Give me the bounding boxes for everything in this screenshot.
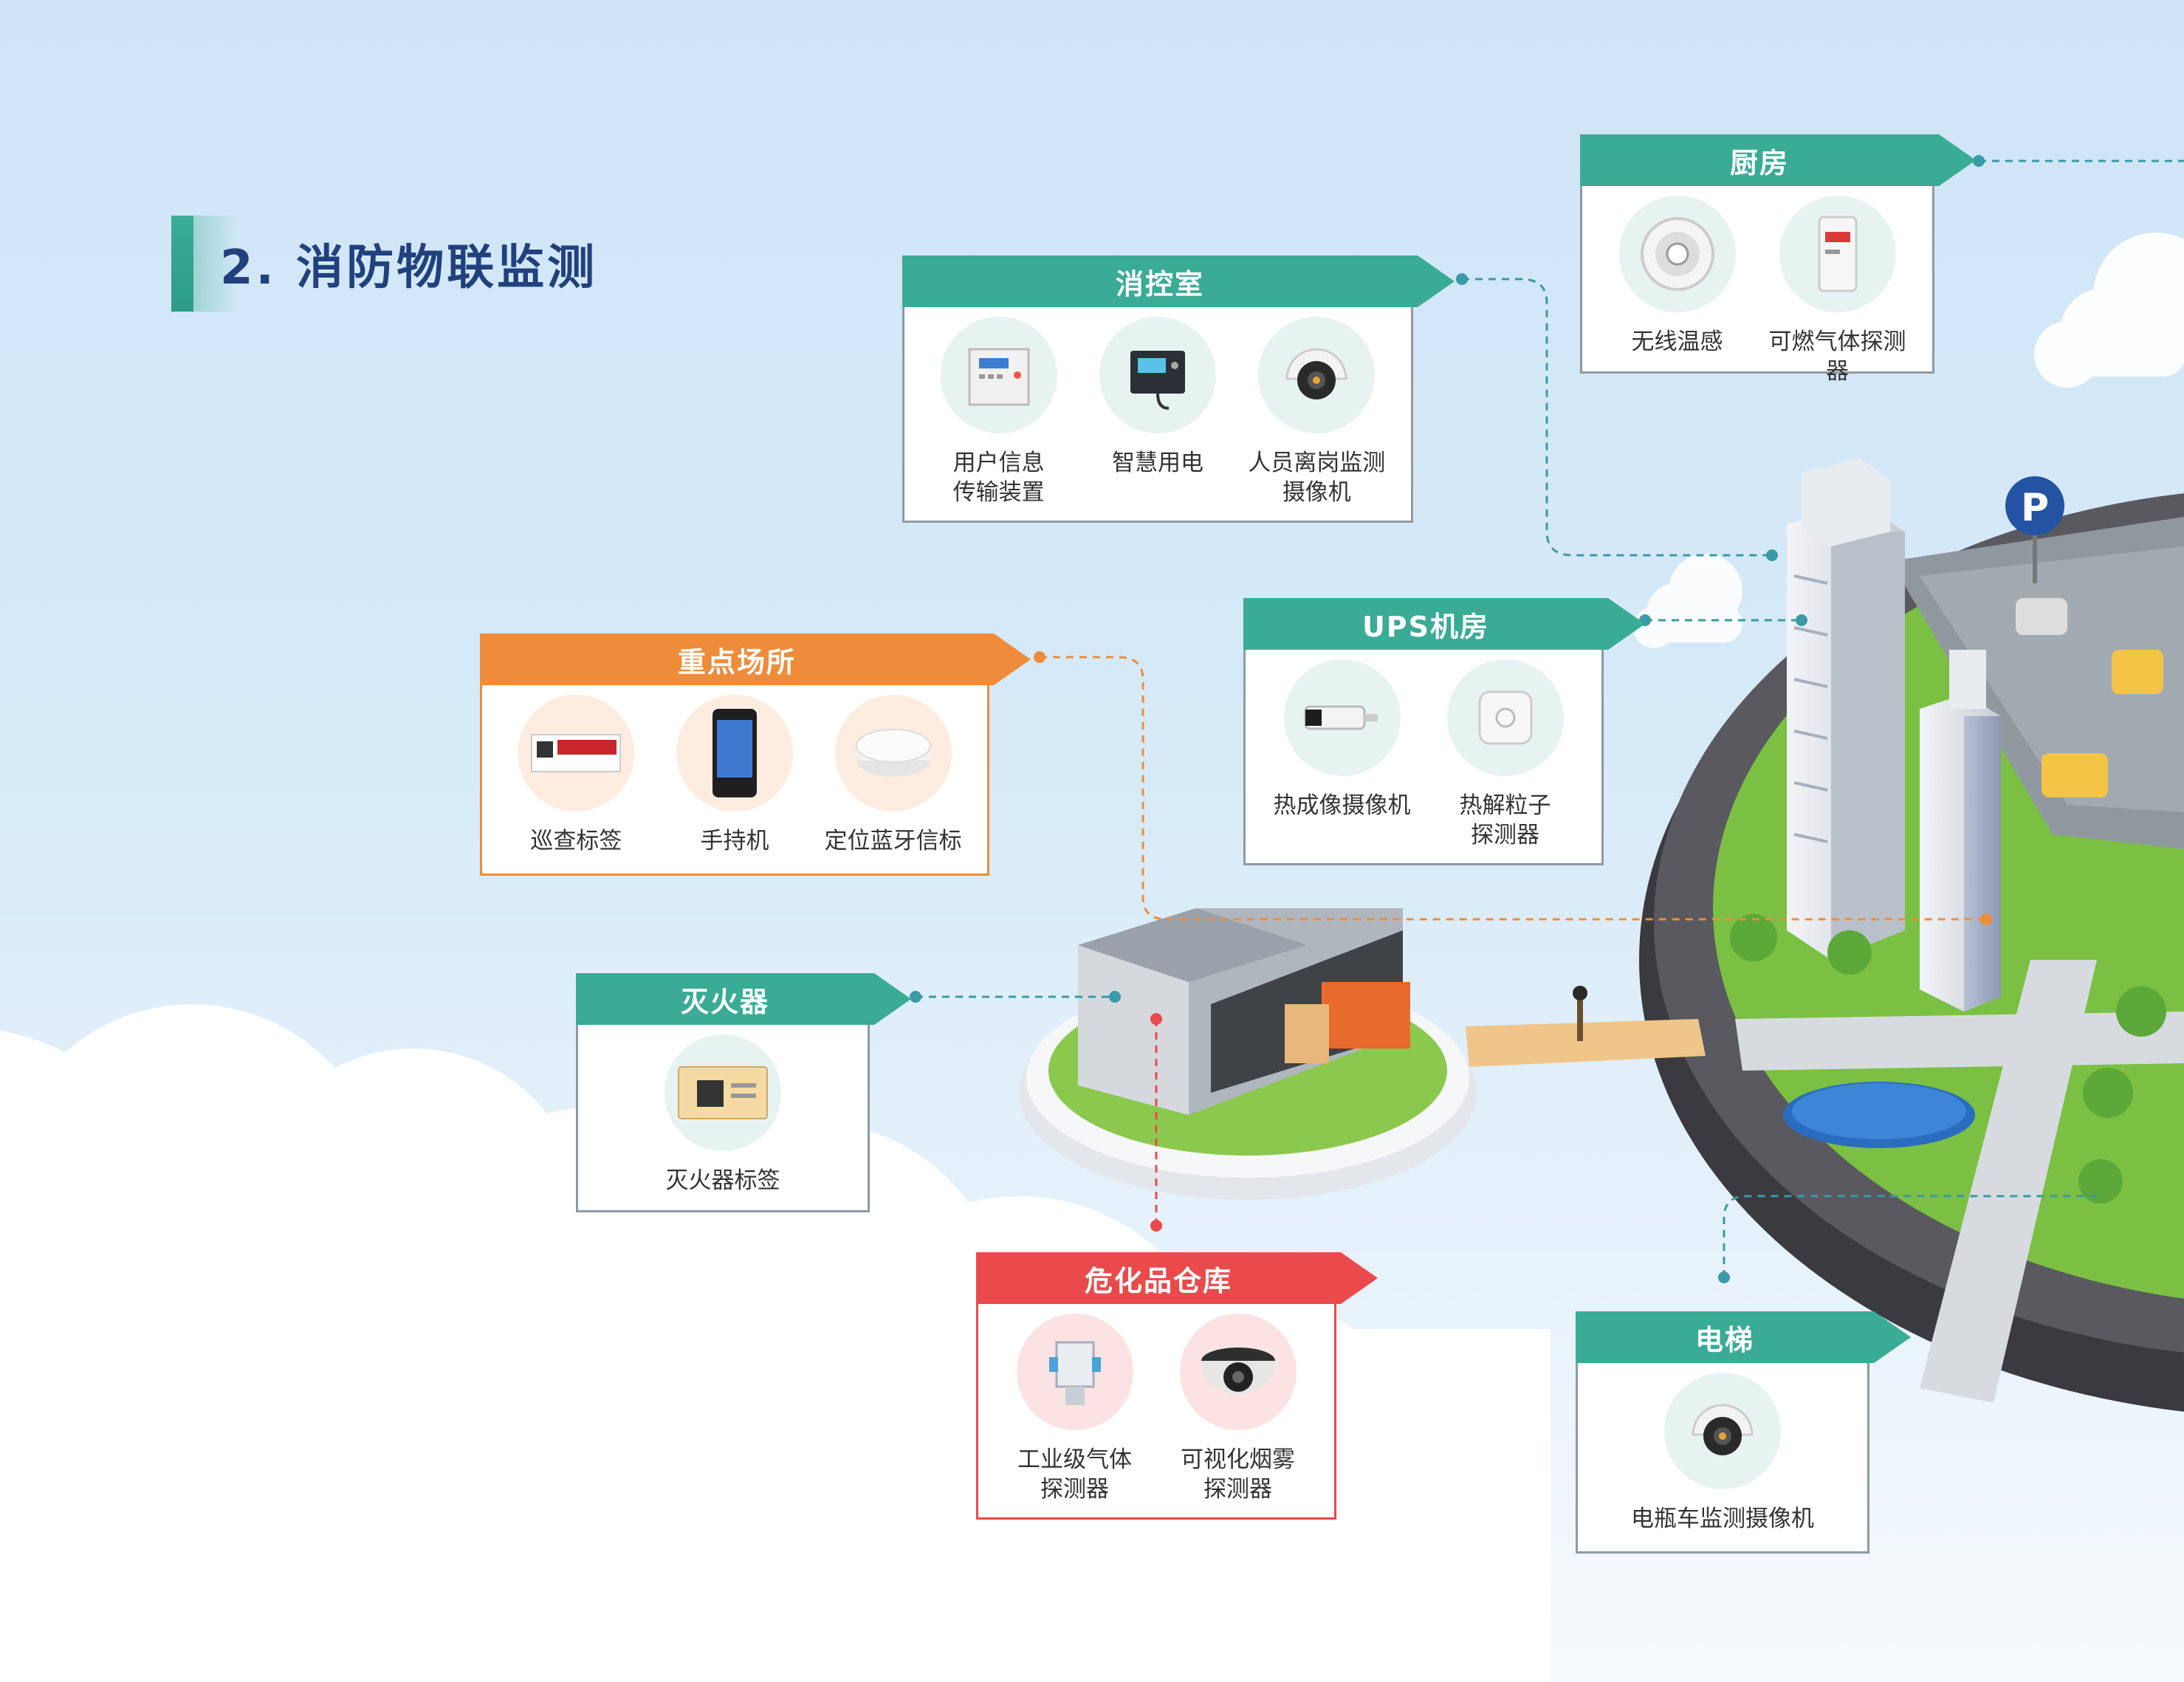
kitchen-item-1-label: 无线温感 (1631, 329, 1723, 355)
key-places-item-2: 手持机 (661, 695, 808, 856)
card-elevator: 电梯 电瓶车监测摄像机 (1576, 1311, 1911, 1554)
ups-room-item-2: 热解粒子 探测器 (1432, 659, 1579, 850)
staff-absence-camera-icon (1258, 317, 1376, 433)
card-kitchen: 厨房 无线温感 可燃气体探测器 (1580, 134, 1976, 385)
key-places-item-1: 巡查标签 (502, 695, 650, 856)
wireless-temperature-sensor-icon (1618, 196, 1736, 312)
pyrolysis-particle-detector-icon (1446, 659, 1564, 776)
ebike-monitor-camera-icon (1664, 1373, 1781, 1489)
small-cloud-center (1633, 554, 1742, 648)
handheld-terminal-icon (676, 695, 793, 811)
parking-label: P (2021, 486, 2049, 530)
purple-building (1920, 650, 2001, 1012)
tower-building (1787, 458, 1905, 960)
kitchen-item-2-label: 可燃气体探测器 (1768, 329, 1906, 385)
ups-room-item-1-label: 热成像摄像机 (1273, 792, 1411, 819)
bluetooth-beacon-icon (834, 695, 952, 811)
card-control-room: 消控室 用户信息 传输装置 智慧用电 人员离岗监测 摄像机 (902, 255, 1455, 523)
control-room-item-1: 用户信息 传输装置 (925, 317, 1073, 507)
hazmat-item-1-label: 工业级气体 探测器 (1017, 1446, 1132, 1503)
hazmat-item-1: 工业级气体 探测器 (1001, 1314, 1149, 1504)
industrial-gas-detector-icon (1016, 1314, 1133, 1430)
bridge (1466, 986, 1706, 1067)
patrol-tag-icon (518, 695, 635, 811)
control-room-item-1-label: 用户信息 传输装置 (952, 450, 1045, 506)
extinguisher-tag-icon (665, 1034, 781, 1151)
extinguisher-item-1-label: 灭火器标签 (665, 1167, 780, 1194)
card-kitchen-title: 厨房 (1580, 134, 1976, 186)
smart-electricity-icon (1099, 317, 1216, 433)
title-accent-bar (171, 216, 193, 312)
control-room-item-3-label: 人员离岗监测 摄像机 (1248, 450, 1386, 506)
title-accent-fade (193, 216, 238, 312)
extinguisher-item-1: 灭火器标签 (627, 1034, 819, 1195)
small-cloud-right (2034, 233, 2184, 388)
trees (1730, 914, 2166, 1204)
card-extinguisher-title: 灭火器 (576, 973, 911, 1025)
kitchen-item-1: 无线温感 (1604, 196, 1751, 386)
ups-room-item-2-label: 热解粒子 探测器 (1459, 792, 1551, 848)
card-hazmat-warehouse: 危化品仓库 工业级气体 探测器 可视化烟雾 探测器 (976, 1252, 1378, 1520)
control-room-item-2: 智慧用电 (1084, 317, 1232, 507)
control-room-item-2-label: 智慧用电 (1111, 450, 1203, 476)
parking-sign: P (2005, 476, 2064, 583)
combustible-gas-detector-icon (1779, 196, 1896, 312)
card-extinguisher: 灭火器 灭火器标签 (576, 973, 911, 1212)
kitchen-item-2: 可燃气体探测器 (1764, 196, 1912, 386)
elevator-item-1-label: 电瓶车监测摄像机 (1631, 1506, 1814, 1532)
key-places-item-3-label: 定位蓝牙信标 (824, 828, 962, 854)
warehouse-island (1019, 908, 1477, 1200)
page-title-block: 2. 消防物联监测 (171, 216, 597, 312)
card-key-places: 重点场所 巡查标签 手持机 定位蓝牙信标 (480, 634, 1031, 876)
control-room-item-3: 人员离岗监测 摄像机 (1243, 317, 1390, 507)
key-places-item-3: 定位蓝牙信标 (820, 695, 967, 856)
main-island (1639, 493, 2184, 1412)
card-ups-room-title: UPS机房 (1243, 598, 1645, 650)
card-key-places-title: 重点场所 (480, 634, 1031, 685)
thermal-imaging-camera-icon (1283, 659, 1401, 776)
hazmat-item-2: 可视化烟雾 探测器 (1164, 1314, 1312, 1504)
card-hazmat-warehouse-title: 危化品仓库 (976, 1252, 1378, 1304)
user-info-transmission-device-icon (940, 317, 1057, 433)
visual-smoke-detector-icon (1179, 1314, 1297, 1430)
hazmat-item-2-label: 可视化烟雾 探测器 (1181, 1446, 1295, 1503)
page-title: 2. 消防物联监测 (220, 241, 598, 295)
key-places-item-2-label: 手持机 (700, 828, 769, 854)
ups-room-item-1: 热成像摄像机 (1268, 659, 1416, 850)
elevator-item-1: 电瓶车监测摄像机 (1612, 1373, 1833, 1534)
card-elevator-title: 电梯 (1576, 1311, 1911, 1363)
card-ups-room: UPS机房 热成像摄像机 热解粒子 探测器 (1243, 598, 1645, 865)
card-control-room-title: 消控室 (902, 255, 1455, 307)
parking-cars (2016, 598, 2163, 797)
key-places-item-1-label: 巡查标签 (530, 828, 622, 854)
